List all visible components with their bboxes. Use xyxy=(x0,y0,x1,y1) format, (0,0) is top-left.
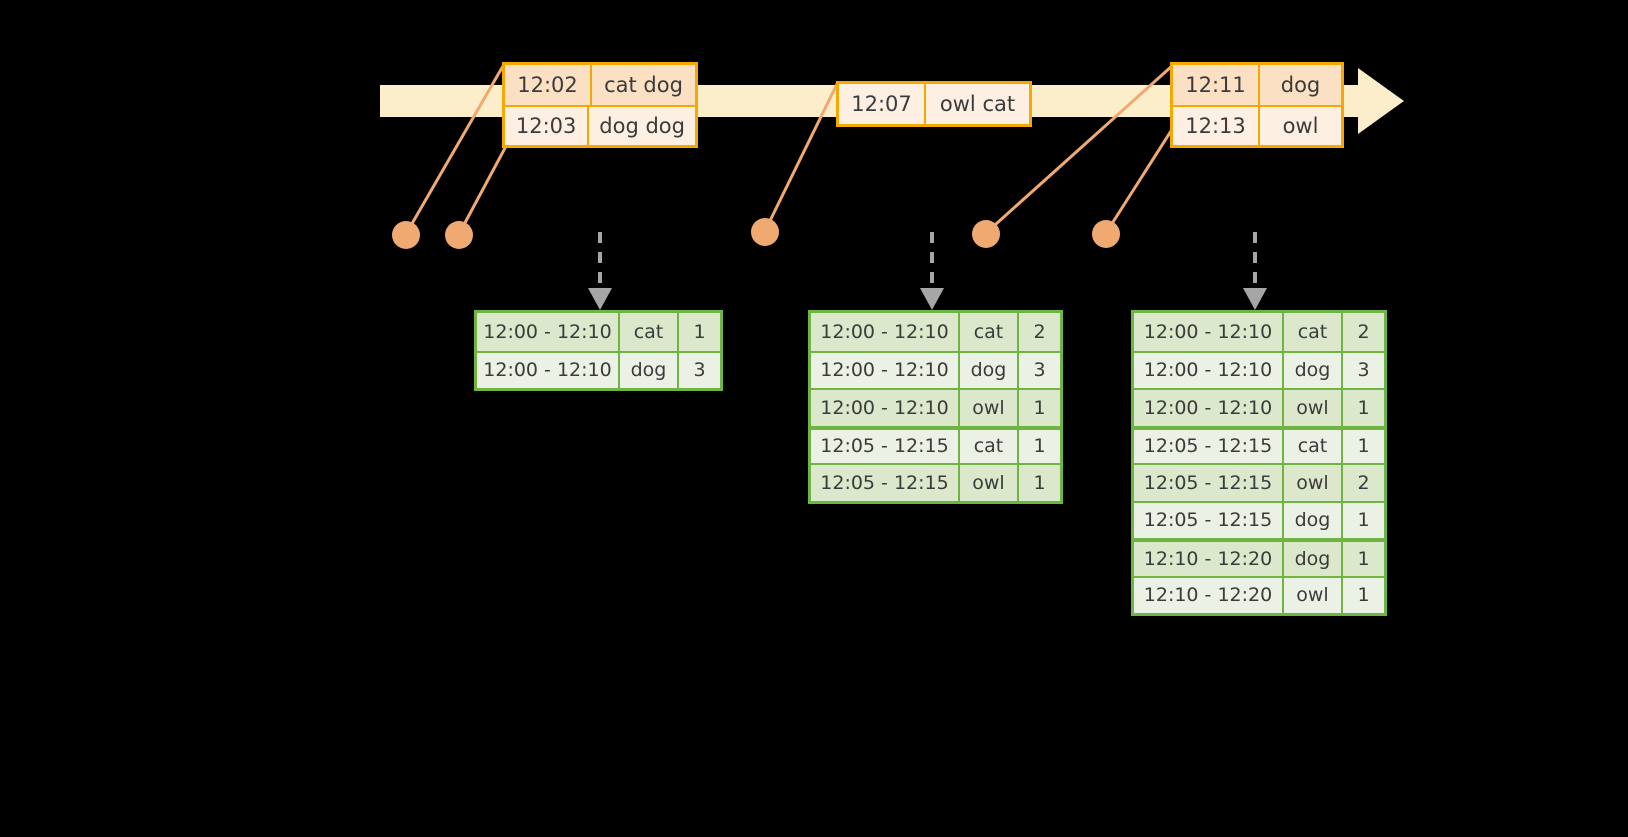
cell-count: 2 xyxy=(1357,471,1370,494)
cell-count: 3 xyxy=(1033,359,1046,382)
cell-count: 1 xyxy=(693,320,706,343)
event-words: dog dog xyxy=(599,114,685,138)
trigger-arrow-3 xyxy=(1243,232,1267,310)
cell-window: 12:00 - 12:10 xyxy=(1134,313,1284,351)
event-time: 12:03 xyxy=(505,107,590,145)
cell-count: 3 xyxy=(693,359,706,382)
cell-word: owl xyxy=(960,390,1019,426)
cell-word: dog xyxy=(620,352,679,388)
event-words: owl xyxy=(1282,114,1319,138)
event-group-2: 12:07 owl cat xyxy=(836,81,1032,127)
cell-window: 12:05 - 12:15 xyxy=(1134,465,1284,501)
cell-count: 3 xyxy=(1357,359,1370,382)
event-time: 12:11 xyxy=(1173,65,1260,105)
cell-word: owl xyxy=(960,465,1019,501)
cell-window: 12:05 - 12:15 xyxy=(1134,429,1284,463)
event-dot xyxy=(751,218,779,246)
event-words: cat dog xyxy=(604,73,683,97)
cell-window: 12:00 - 12:10 xyxy=(1134,390,1284,426)
event-row: 12:02 cat dog xyxy=(505,65,695,105)
cell-word: dog xyxy=(1284,542,1343,576)
cell-window: 12:00 - 12:10 xyxy=(811,390,960,426)
cell-count: 2 xyxy=(1357,320,1370,343)
cell-count: 1 xyxy=(1357,547,1370,570)
cell-window: 12:00 - 12:10 xyxy=(477,313,620,351)
event-time: 12:13 xyxy=(1173,107,1260,145)
cell-count: 2 xyxy=(1033,320,1046,343)
cell-word: dog xyxy=(1284,352,1343,388)
cell-word: owl xyxy=(1284,465,1343,501)
cell-window: 12:05 - 12:15 xyxy=(811,465,960,501)
cell-word: owl xyxy=(1284,577,1343,613)
event-dots xyxy=(392,218,1120,249)
event-dot xyxy=(972,220,1000,248)
cell-window: 12:00 - 12:10 xyxy=(811,313,960,351)
event-words: owl cat xyxy=(939,92,1016,116)
cell-word: dog xyxy=(1284,502,1343,538)
event-dot xyxy=(445,221,473,249)
event-row: 12:11 dog xyxy=(1173,65,1341,105)
event-time: 12:02 xyxy=(505,65,592,105)
cell-window: 12:00 - 12:10 xyxy=(811,352,960,388)
trigger-arrow-2 xyxy=(920,232,944,310)
cell-count: 1 xyxy=(1357,509,1370,532)
cell-word: cat xyxy=(1284,429,1343,463)
cell-word: cat xyxy=(960,313,1019,351)
cell-window: 12:00 - 12:10 xyxy=(477,352,620,388)
cell-count: 1 xyxy=(1357,396,1370,419)
event-group-3: 12:11 dog 12:13 owl xyxy=(1170,62,1344,148)
cell-window: 12:05 - 12:15 xyxy=(811,429,960,463)
event-row: 12:07 owl cat xyxy=(839,84,1029,124)
cell-window: 12:05 - 12:15 xyxy=(1134,502,1284,538)
cell-word: cat xyxy=(1284,313,1343,351)
cell-count: 1 xyxy=(1033,471,1046,494)
event-dot xyxy=(392,221,420,249)
cell-count: 1 xyxy=(1033,435,1046,458)
event-words: dog xyxy=(1280,73,1321,97)
event-row: 12:13 owl xyxy=(1173,105,1341,145)
cell-count: 1 xyxy=(1033,396,1046,419)
trigger-arrow-1 xyxy=(588,232,612,310)
event-row: 12:03 dog dog xyxy=(505,105,695,145)
cell-word: cat xyxy=(960,429,1019,463)
event-time: 12:07 xyxy=(839,84,926,124)
event-dot xyxy=(1092,220,1120,248)
event-group-1: 12:02 cat dog 12:03 dog dog xyxy=(502,62,698,148)
cell-word: dog xyxy=(960,352,1019,388)
cell-word: cat xyxy=(620,313,679,351)
cell-count: 1 xyxy=(1357,435,1370,458)
cell-window: 12:00 - 12:10 xyxy=(1134,352,1284,388)
trigger-arrows xyxy=(588,232,1267,310)
cell-window: 12:10 - 12:20 xyxy=(1134,542,1284,576)
cell-window: 12:10 - 12:20 xyxy=(1134,577,1284,613)
cell-count: 1 xyxy=(1357,584,1370,607)
cell-word: owl xyxy=(1284,390,1343,426)
